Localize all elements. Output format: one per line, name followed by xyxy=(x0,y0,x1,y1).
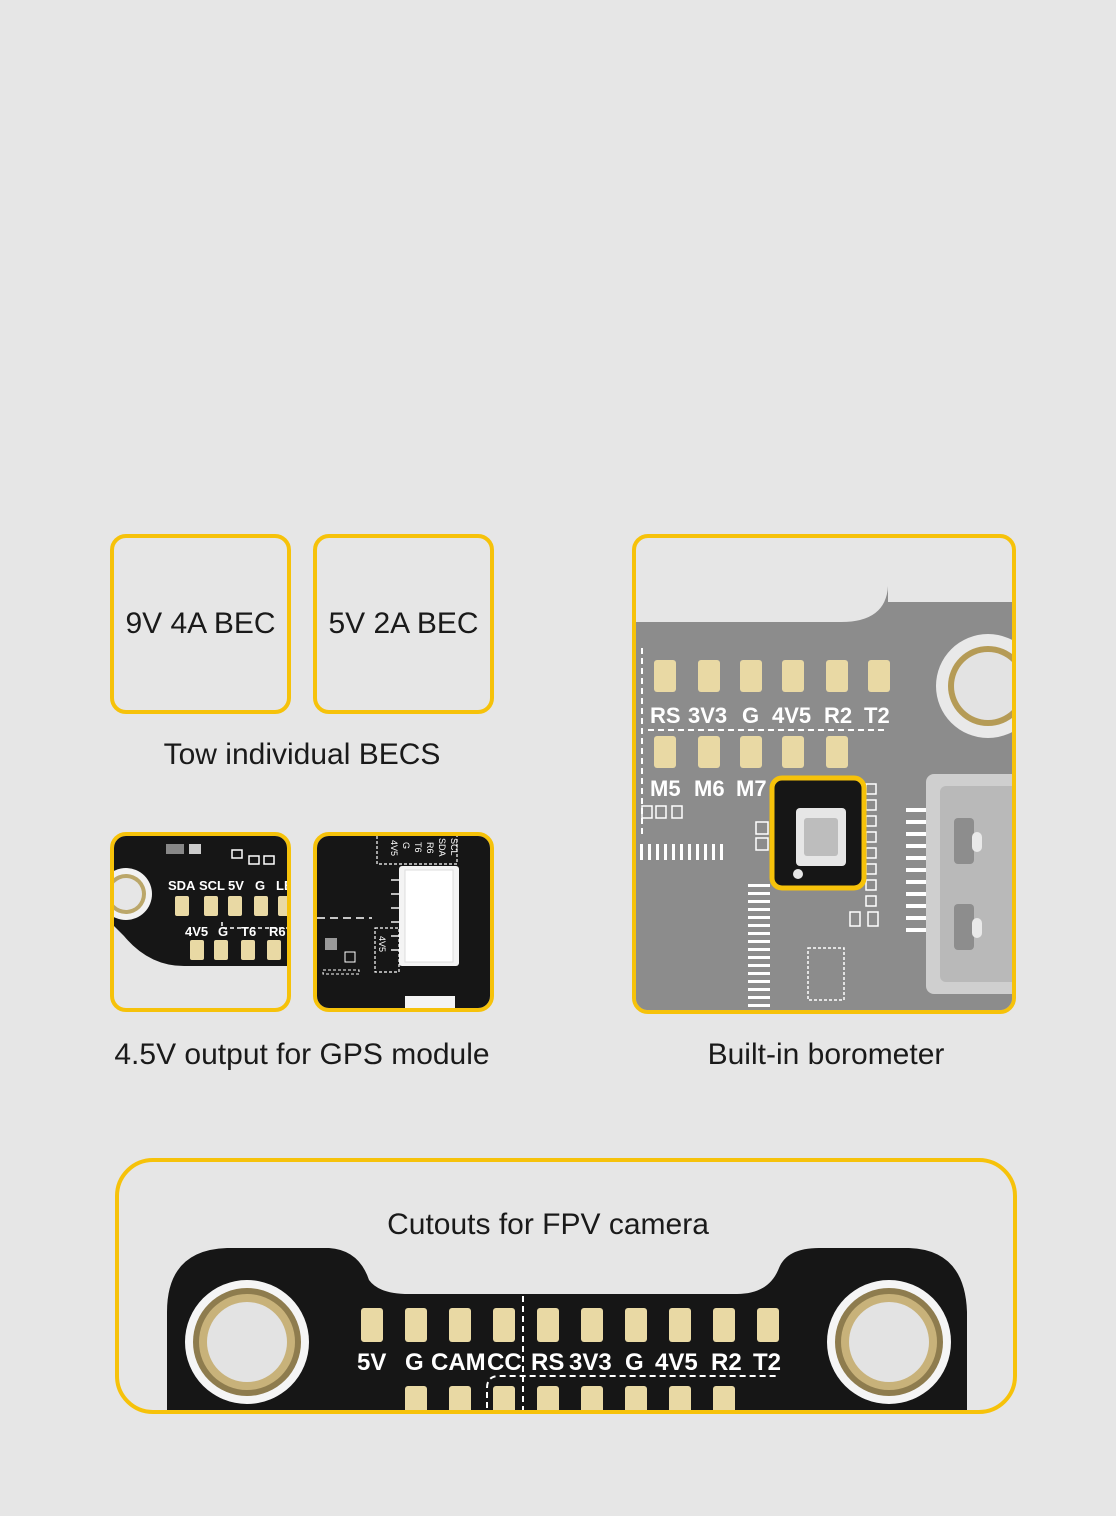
cam-pad-label-rs: RS xyxy=(531,1349,564,1376)
camera-caption: Cutouts for FPV camera xyxy=(387,1208,709,1241)
connector-label-r6: R6 xyxy=(425,842,435,854)
baro-pad-label-rs: RS xyxy=(650,703,681,728)
gps-pad-label-r6: R6 xyxy=(269,924,286,939)
gps-pad-label-t6: T6 xyxy=(241,924,256,939)
baro-pad-label-t2: T2 xyxy=(864,703,890,728)
gps-pads-box: SDA SCL 5V G LE 4V5 G T6 R6 xyxy=(110,832,291,1012)
gps-pad-label-4v5: 4V5 xyxy=(185,924,208,939)
cam-pad-label-3v3: 3V3 xyxy=(569,1349,612,1376)
gps-connector-illustration: 4V5 G T6 R6 SDA SCL 4V5 xyxy=(317,836,490,1008)
baro-pad-label-4v5: 4V5 xyxy=(772,703,811,728)
cam-pad-label-g2: G xyxy=(625,1349,644,1376)
cam-pad-label-r2: R2 xyxy=(711,1349,742,1376)
bec-5v-box: 5V 2A BEC xyxy=(313,534,494,714)
baro-pad-label-g: G xyxy=(742,703,759,728)
cam-pad-label-4v5: 4V5 xyxy=(655,1349,698,1376)
cam-pad-label-cam: CAM xyxy=(431,1349,486,1376)
barometer-caption: Built-in borometer xyxy=(707,1038,945,1071)
camera-cutout-box: Cutouts for FPV camera xyxy=(115,1158,1017,1414)
baro-pad-label-m7: M7 xyxy=(736,776,767,801)
gps-pad-label-5v: 5V xyxy=(228,878,244,893)
baro-pad-label-m5: M5 xyxy=(650,776,681,801)
camera-cutout-illustration: 5V G CAM CC RS 3V3 G 4V5 R2 T2 xyxy=(167,1248,967,1410)
gps-pad-label-g: G xyxy=(255,878,265,893)
connector-label-4v5: 4V5 xyxy=(389,840,399,856)
cam-pad-label-g: G xyxy=(405,1349,424,1376)
gps-connector-box: 4V5 G T6 R6 SDA SCL 4V5 xyxy=(313,832,494,1012)
barometer-illustration: RS 3V3 G 4V5 R2 T2 M5 M6 M7 M8 TLM xyxy=(636,586,1012,1010)
barometer-box: RS 3V3 G 4V5 R2 T2 M5 M6 M7 M8 TLM xyxy=(632,534,1016,1014)
connector-label-sda: SDA xyxy=(437,838,447,857)
connector-label-scl: SCL xyxy=(449,838,459,856)
gps-caption: 4.5V output for GPS module xyxy=(114,1038,490,1071)
cam-pad-label-t2: T2 xyxy=(753,1349,781,1376)
baro-pad-label-r2: R2 xyxy=(824,703,852,728)
gps-pad-label-sda: SDA xyxy=(168,878,196,893)
cam-pad-label-5v: 5V xyxy=(357,1349,386,1376)
gps-pad-label-g2: G xyxy=(218,924,228,939)
gps-pad-label-le: LE xyxy=(276,878,291,893)
baro-pad-label-3v3: 3V3 xyxy=(688,703,727,728)
connector-side-label: 4V5 xyxy=(377,936,387,952)
connector-label-g: G xyxy=(401,842,411,849)
bec-caption: Tow individual BECS xyxy=(163,738,441,771)
bec-9v-box: 9V 4A BEC xyxy=(110,534,291,714)
cam-pad-label-cc: CC xyxy=(487,1349,522,1376)
connector-label-t6: T6 xyxy=(413,842,423,853)
gps-pad-label-scl: SCL xyxy=(199,878,225,893)
bec-9v-label: 9V 4A BEC xyxy=(125,607,276,640)
bec-5v-label: 5V 2A BEC xyxy=(328,607,479,640)
gps-pads-illustration: SDA SCL 5V G LE 4V5 G T6 R6 xyxy=(114,836,291,966)
baro-pad-label-m6: M6 xyxy=(694,776,725,801)
